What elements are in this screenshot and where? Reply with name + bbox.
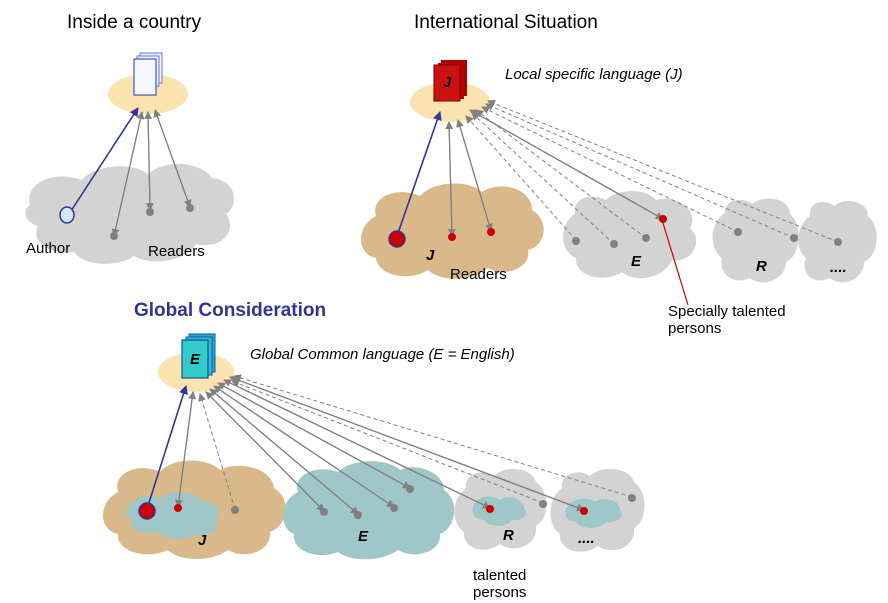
author-arrow xyxy=(146,385,188,510)
reader-dot xyxy=(354,511,362,519)
dashed-arrows xyxy=(465,99,839,245)
solid-arrows xyxy=(205,375,585,515)
reader-dot xyxy=(231,506,239,514)
reader-dot xyxy=(320,508,328,516)
country-cloud xyxy=(25,163,235,264)
reader-dot xyxy=(790,234,798,242)
country-readers-label: Readers xyxy=(148,243,205,260)
reader-dot xyxy=(834,238,842,246)
global-language-note: Global Common language (E = English) xyxy=(250,346,515,363)
reader-dot xyxy=(146,208,154,216)
reader-arrow xyxy=(154,109,192,208)
international-readers-label: Readers xyxy=(450,266,507,283)
talented-dot xyxy=(486,505,494,513)
reader-dot xyxy=(174,504,182,512)
author-arrow xyxy=(396,111,442,237)
reader-arrow xyxy=(447,121,456,237)
reader-dot xyxy=(572,237,580,245)
teal-document-icon xyxy=(181,333,216,379)
author-label: Author xyxy=(26,240,70,257)
international-title: International Situation xyxy=(414,12,598,33)
reader-dot xyxy=(642,234,650,242)
global-talented-line2: persons xyxy=(473,584,526,601)
talented-arrow xyxy=(469,109,664,220)
global-cloud-e xyxy=(283,461,455,560)
talented-label-line1: Specially talented xyxy=(668,303,786,320)
cloud-r xyxy=(712,198,799,283)
talented-label-line2: persons xyxy=(668,320,721,337)
reader-dot xyxy=(110,232,118,240)
global-cloud-more-label: .... xyxy=(578,530,595,547)
cloud-more-label: .... xyxy=(830,259,847,276)
global-cloud-e-label: E xyxy=(358,528,369,545)
reader-arrow xyxy=(174,391,194,508)
author-dot xyxy=(138,502,156,520)
talented-dot xyxy=(659,215,667,223)
reader-arrow xyxy=(111,111,143,237)
cloud-r-label: R xyxy=(756,258,767,275)
reader-dot xyxy=(734,228,742,236)
cloud-e-label: E xyxy=(631,253,642,270)
cloud-j-label: J xyxy=(426,247,435,264)
global-title: Global Consideration xyxy=(134,300,326,321)
reader-dot xyxy=(539,500,547,508)
global-cloud-j-label: J xyxy=(198,532,207,549)
reader-dot xyxy=(487,228,495,236)
country-title: Inside a country xyxy=(67,12,202,33)
reader-arrow xyxy=(145,111,154,211)
international-doc-letter: J xyxy=(443,74,452,91)
reader-dot xyxy=(406,485,414,493)
international-language-note: Local specific language (J) xyxy=(505,66,683,83)
author-dot xyxy=(388,230,406,248)
dashed-arrows xyxy=(198,374,633,510)
reader-dot xyxy=(610,240,618,248)
reader-dot xyxy=(390,504,398,512)
red-document-icon xyxy=(433,60,467,102)
author-dot xyxy=(59,206,75,224)
global-talented-line1: talented xyxy=(473,567,526,584)
talented-dot xyxy=(580,507,588,515)
reader-dot xyxy=(628,494,636,502)
talented-pointer xyxy=(662,222,689,306)
global-cloud-r-label: R xyxy=(503,527,514,544)
reader-dot xyxy=(186,204,194,212)
author-arrow xyxy=(70,107,139,212)
global-doc-letter: E xyxy=(190,351,201,368)
reader-arrow xyxy=(457,119,493,232)
reader-dot xyxy=(448,233,456,241)
document-stack-icon xyxy=(133,52,163,96)
